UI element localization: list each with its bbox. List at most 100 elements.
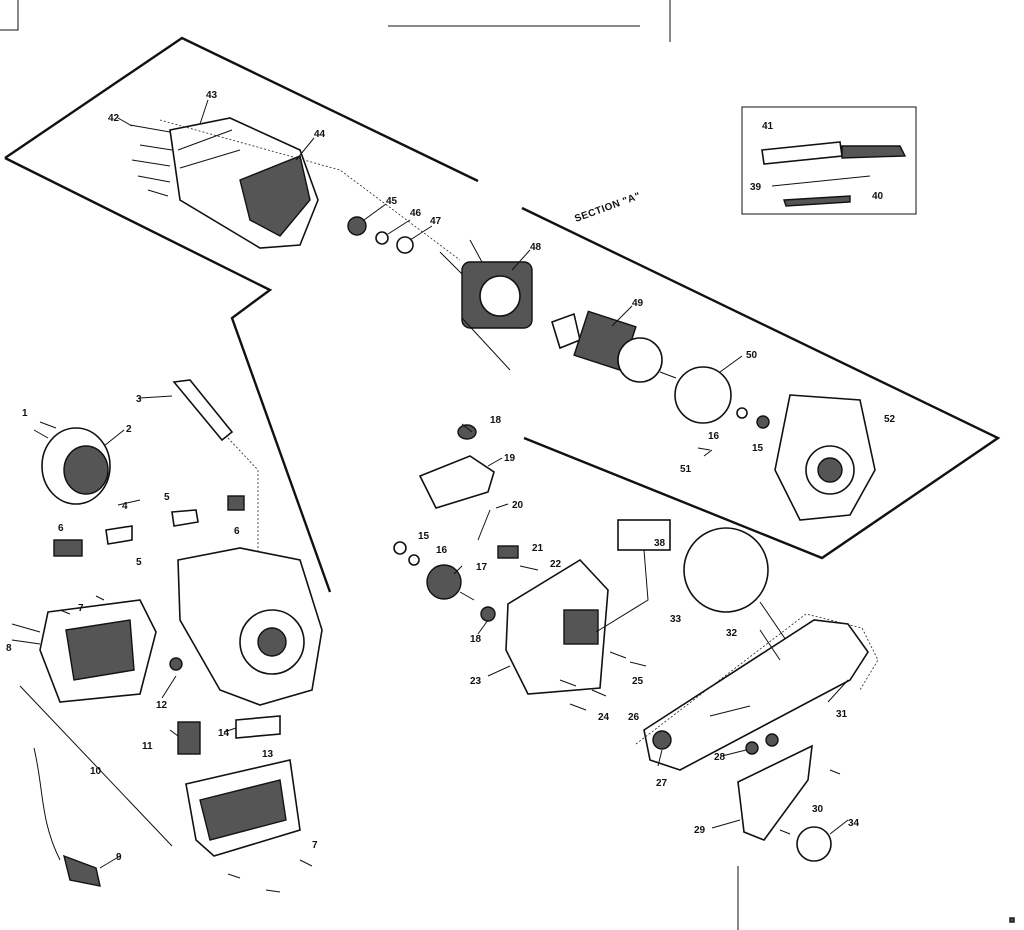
part-28-washer	[745, 741, 759, 755]
callout-17: 17	[476, 562, 488, 573]
callout-51: 51	[680, 464, 692, 475]
callout-4: 4	[122, 501, 128, 512]
callout-6-right: 6	[234, 526, 240, 537]
callout-11: 11	[142, 741, 153, 752]
callout-7-upper: 7	[78, 603, 84, 614]
part-15-bearing	[756, 415, 770, 429]
part-2-knob	[41, 427, 111, 505]
part-12-nut	[169, 657, 183, 671]
part-45-bearing	[347, 216, 367, 236]
part-10-handle-half-left	[39, 599, 157, 703]
callout-49: 49	[632, 298, 644, 309]
part-4-screw	[117, 499, 141, 506]
callout-39: 39	[750, 182, 762, 193]
section-a-label: SECTION "A"	[573, 191, 642, 225]
part-5-brush-holder	[105, 525, 133, 545]
part-6-brush-cap-right	[227, 495, 245, 511]
callout-29: 29	[694, 825, 706, 836]
part-49-armature	[551, 310, 677, 383]
corner-mark	[1009, 917, 1015, 923]
callout-21: 21	[532, 543, 544, 554]
part-11-switch	[177, 721, 201, 755]
part-34-o-ring	[796, 826, 832, 862]
callout-6-left: 6	[58, 523, 64, 534]
part-23-gear-cover	[505, 558, 609, 695]
part-40-gauge	[783, 195, 851, 207]
callout-27: 27	[656, 778, 668, 789]
part-18-bearing	[480, 606, 496, 622]
part-28-nut	[765, 733, 779, 747]
part-19-lever	[418, 455, 495, 509]
inset-box	[741, 106, 917, 215]
callout-19: 19	[504, 453, 516, 464]
callout-42: 42	[108, 113, 120, 124]
callout-45: 45	[386, 196, 398, 207]
callout-5-lower: 5	[136, 557, 142, 568]
callout-14: 14	[218, 728, 230, 739]
callout-48: 48	[530, 242, 542, 253]
part-41-handle	[841, 145, 907, 159]
part-18-cap	[457, 424, 477, 440]
part-7-screws-bottom	[227, 859, 313, 893]
part-10-handle-half-right	[185, 759, 301, 857]
callout-41: 41	[762, 121, 774, 132]
callout-2: 2	[126, 424, 132, 435]
part-10-leader	[19, 685, 173, 847]
part-16-bearing	[736, 407, 748, 419]
part-46-washer	[375, 231, 389, 245]
part-24-screws	[559, 679, 607, 711]
callout-30: 30	[812, 804, 824, 815]
part-27-sprocket	[652, 730, 672, 750]
callout-7-lower: 7	[312, 840, 318, 851]
callout-12: 12	[156, 700, 168, 711]
callout-40: 40	[872, 191, 884, 202]
part-39-file	[771, 175, 871, 187]
part-15-spacer	[393, 541, 407, 555]
part-41-file-holder	[761, 141, 843, 165]
part-7-screws-top	[59, 595, 105, 615]
callout-46: 46	[410, 208, 422, 219]
part-33-leader	[759, 601, 787, 641]
callout-15-left: 15	[418, 531, 430, 542]
callout-23: 23	[470, 676, 482, 687]
part-14-switch-plate	[235, 715, 281, 739]
part-44-field-housing	[169, 117, 319, 249]
callout-5-upper: 5	[164, 492, 170, 503]
part-3-handle-grip	[172, 379, 234, 442]
callout-24: 24	[598, 712, 610, 723]
callout-10: 10	[90, 766, 102, 777]
callout-26: 26	[628, 712, 640, 723]
part-8-screws	[11, 623, 41, 645]
part-42-screws	[129, 124, 173, 197]
part-16-washer	[408, 554, 420, 566]
part-1-screws	[33, 421, 57, 439]
callout-9: 9	[116, 852, 122, 863]
part-48-field-stator	[439, 239, 533, 371]
page-edge-top-left	[0, 0, 19, 31]
callout-38: 38	[654, 538, 666, 549]
callout-28: 28	[714, 752, 726, 763]
motor-housing	[177, 547, 323, 706]
callout-18-lower: 18	[470, 634, 482, 645]
part-25-screws	[609, 651, 647, 667]
part-6-brush-cap	[53, 539, 83, 557]
callout-leaders	[99, 99, 849, 869]
part-29-cover-plate	[737, 744, 813, 841]
callout-50: 50	[746, 350, 758, 361]
callout-13: 13	[262, 749, 274, 760]
part-47-washer	[396, 236, 414, 254]
part-21-spring	[497, 545, 519, 559]
callout-20: 20	[512, 500, 524, 511]
callout-47: 47	[430, 216, 442, 227]
part-38-box	[617, 519, 671, 551]
part-20-rod	[477, 509, 491, 541]
callout-32: 32	[726, 628, 738, 639]
callout-44: 44	[314, 129, 326, 140]
part-17-drive-gear	[426, 564, 475, 601]
part-38-leader	[595, 549, 649, 633]
callout-33: 33	[670, 614, 682, 625]
part-50-baffle	[674, 366, 732, 424]
part-5-brush	[171, 509, 199, 527]
callout-16-left: 16	[436, 545, 448, 556]
